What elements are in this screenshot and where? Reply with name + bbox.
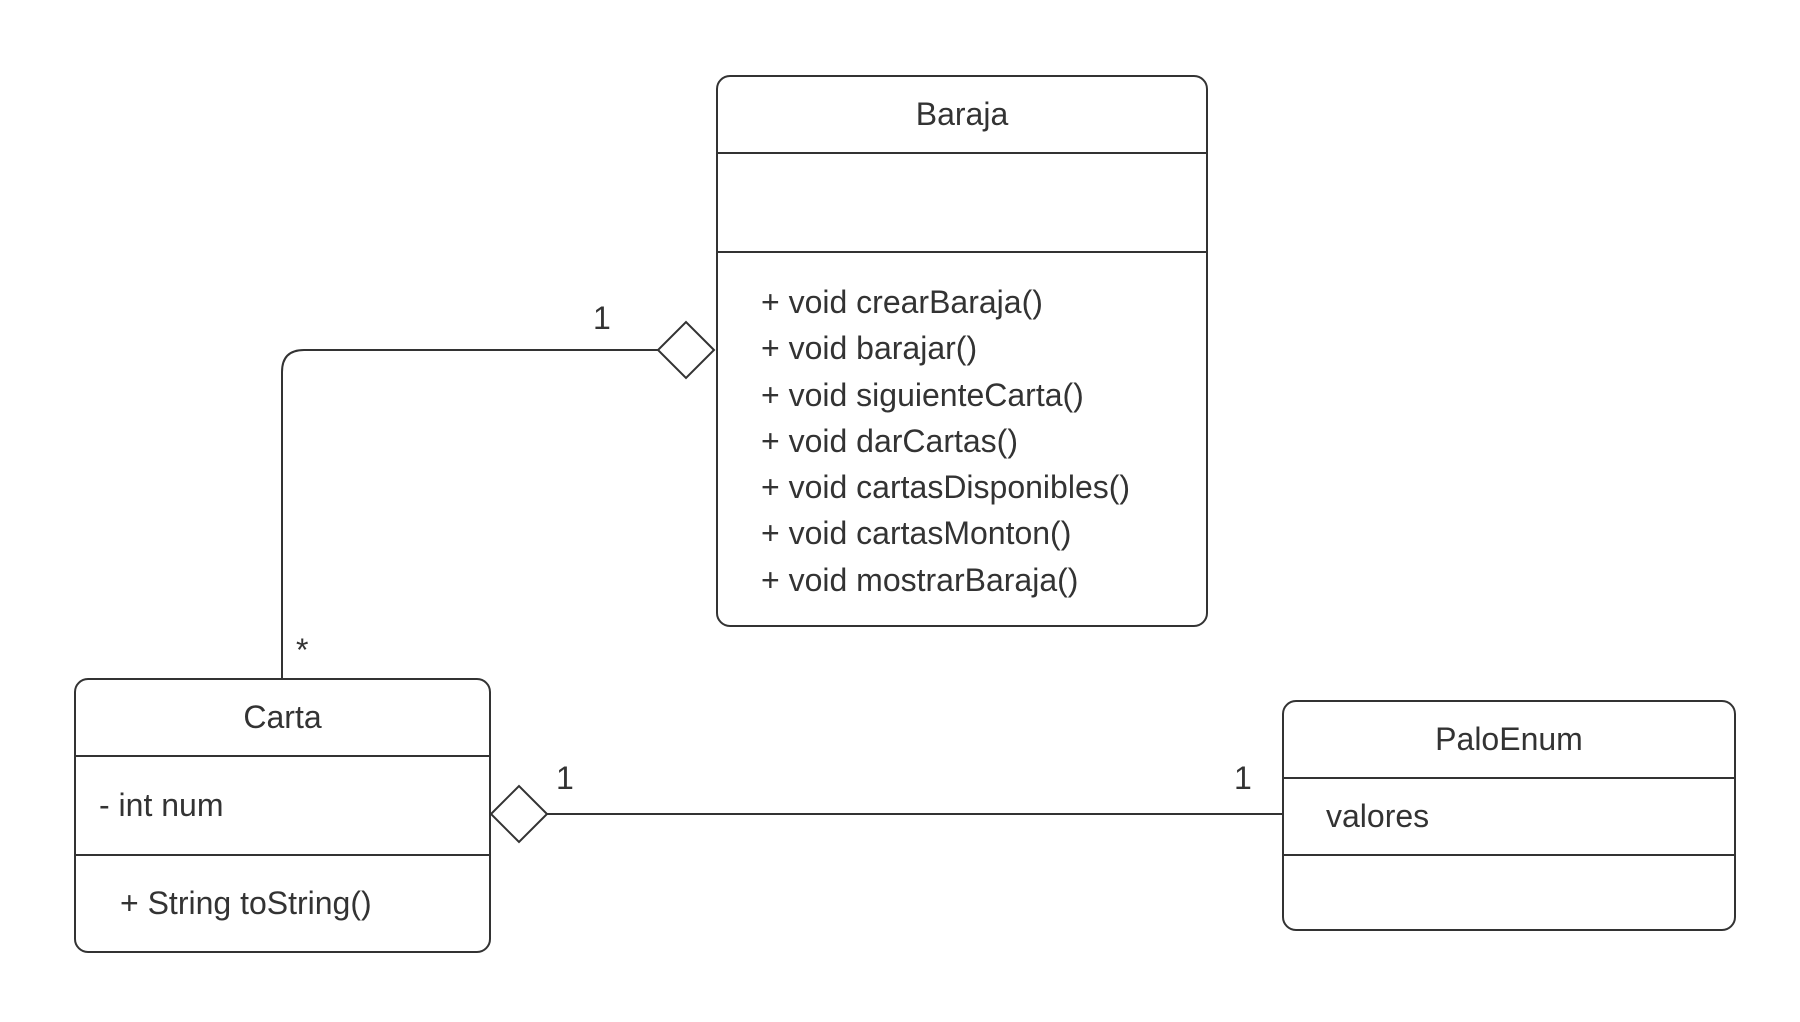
multiplicity-carta-end: * — [296, 632, 309, 668]
class-carta-methods: + String toString() — [76, 856, 489, 951]
method-barajar: + void barajar() — [761, 330, 978, 367]
multiplicity-carta-paloenum-source: 1 — [556, 760, 574, 796]
class-carta-name: Carta — [76, 680, 489, 757]
class-baraja-name: Baraja — [718, 77, 1206, 154]
method-cartas-disponibles: + void cartasDisponibles() — [761, 469, 1131, 506]
multiplicity-carta-paloenum-target: 1 — [1234, 760, 1252, 796]
class-paloenum-attributes: valores — [1284, 779, 1734, 856]
class-paloenum[interactable]: PaloEnum valores — [1282, 700, 1736, 931]
method-to-string: + String toString() — [120, 885, 372, 921]
attribute-valores: valores — [1326, 798, 1430, 834]
baraja-aggregation-diamond — [656, 320, 716, 380]
class-baraja[interactable]: Baraja + void crearBaraja() + void baraj… — [716, 75, 1208, 627]
class-paloenum-name: PaloEnum — [1284, 702, 1734, 779]
multiplicity-baraja-end: 1 — [593, 300, 611, 336]
method-siguiente-carta: + void siguienteCarta() — [761, 376, 1084, 413]
class-baraja-attributes — [718, 154, 1206, 253]
method-crear-baraja: + void crearBaraja() — [761, 284, 1043, 320]
class-carta-attributes: - int num — [76, 757, 489, 856]
method-dar-cartas: + void darCartas() — [761, 422, 1018, 459]
attribute-num: - int num — [99, 787, 224, 823]
method-mostrar-baraja: + void mostrarBaraja() — [761, 561, 1079, 598]
method-cartas-monton: + void cartasMonton() — [761, 515, 1072, 552]
class-baraja-methods: + void crearBaraja() + void barajar() + … — [718, 253, 1206, 603]
baraja-carta-line — [281, 349, 658, 678]
carta-aggregation-diamond — [489, 784, 549, 844]
class-carta[interactable]: Carta - int num + String toString() — [74, 678, 491, 953]
